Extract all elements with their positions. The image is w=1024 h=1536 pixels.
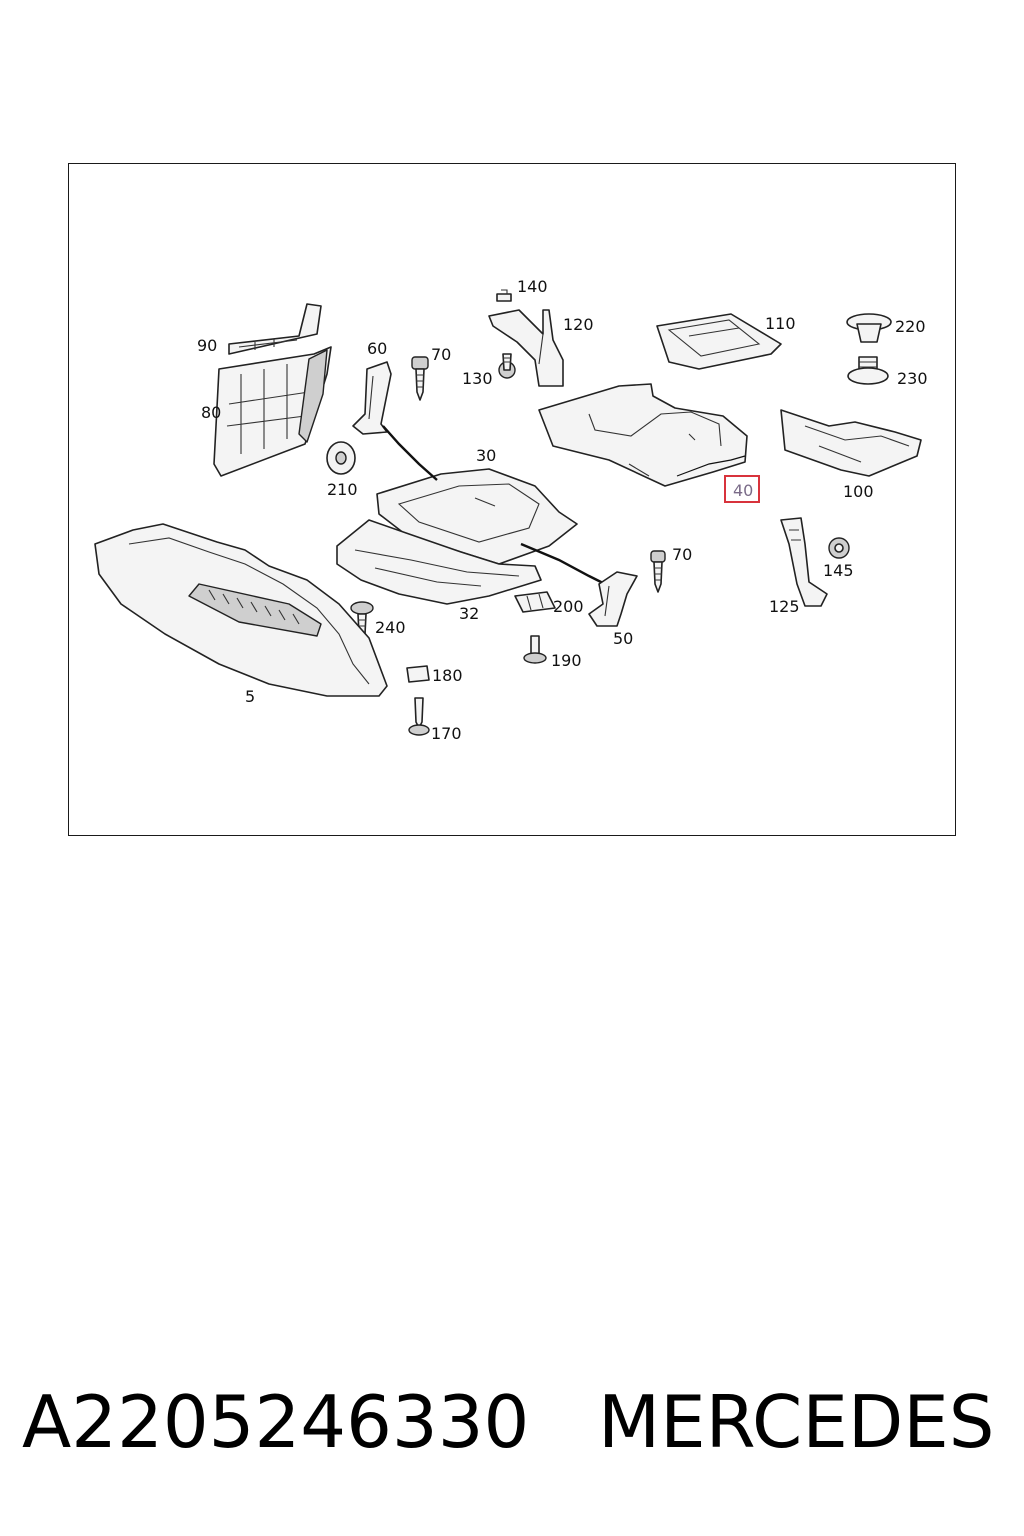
callout-90[interactable]: 90 [197,336,217,355]
callout-190[interactable]: 190 [551,651,582,670]
callout-230[interactable]: 230 [897,369,928,388]
brand-name: MERCEDES [598,1380,995,1464]
part-50-duct[interactable] [588,571,638,627]
callout-210[interactable]: 210 [327,480,358,499]
part-220-fastener[interactable] [846,313,892,343]
part-190-bolt[interactable] [523,635,547,664]
part-70-bolt[interactable] [411,356,429,401]
callout-145[interactable]: 145 [823,561,854,580]
callout-30[interactable]: 30 [476,446,496,465]
callout-70-lower[interactable]: 70 [672,545,692,564]
part-5-undercover[interactable] [94,523,388,697]
callout-120[interactable]: 120 [563,315,594,334]
part-200-clip[interactable] [514,591,556,613]
part-60[interactable] [352,361,392,435]
part-210-grommet[interactable] [326,441,356,475]
cable-connector [382,425,438,481]
callout-100[interactable]: 100 [843,482,874,501]
callout-40[interactable]: 40 [733,481,753,500]
callout-200[interactable]: 200 [553,597,584,616]
cable-connector-2 [520,542,610,588]
callout-40-highlight-box [724,475,760,503]
part-120-bracket[interactable] [488,309,564,387]
part-230-fastener[interactable] [847,356,889,385]
callout-60[interactable]: 60 [367,339,387,358]
callout-220[interactable]: 220 [895,317,926,336]
part-125-bracket[interactable] [780,517,828,607]
callout-32[interactable]: 32 [459,604,479,623]
callout-80[interactable]: 80 [201,403,221,422]
part-140-clip[interactable] [496,289,512,302]
callout-50[interactable]: 50 [613,629,633,648]
part-170-screw[interactable] [408,697,430,736]
part-70-bolt-lower[interactable] [650,550,666,593]
part-145-nut[interactable] [828,537,850,559]
part-130-bolt[interactable] [498,353,516,379]
callout-5[interactable]: 5 [245,687,255,706]
parts-diagram: 140 120 110 220 230 90 60 70 130 80 210 … [94,277,928,743]
callout-140[interactable]: 140 [517,277,548,296]
callout-180[interactable]: 180 [432,666,463,685]
callout-240[interactable]: 240 [375,618,406,637]
part-40-undercover[interactable] [538,383,748,487]
part-80[interactable] [213,346,332,477]
part-32-undercover[interactable] [336,519,542,605]
callout-70-upper[interactable]: 70 [431,345,451,364]
part-180-clip[interactable] [406,665,430,683]
part-number: A2205246330 [22,1380,530,1464]
part-90[interactable] [228,303,322,355]
footer-caption: A2205246330 MERCEDES [22,1372,1012,1472]
callout-125[interactable]: 125 [769,597,800,616]
part-110-shield[interactable] [656,313,782,370]
parts-diagram-frame: 140 120 110 220 230 90 60 70 130 80 210 … [68,163,956,836]
callout-110[interactable]: 110 [765,314,796,333]
part-100-bracket[interactable] [780,409,922,477]
callout-170[interactable]: 170 [431,724,462,743]
callout-130[interactable]: 130 [462,369,493,388]
